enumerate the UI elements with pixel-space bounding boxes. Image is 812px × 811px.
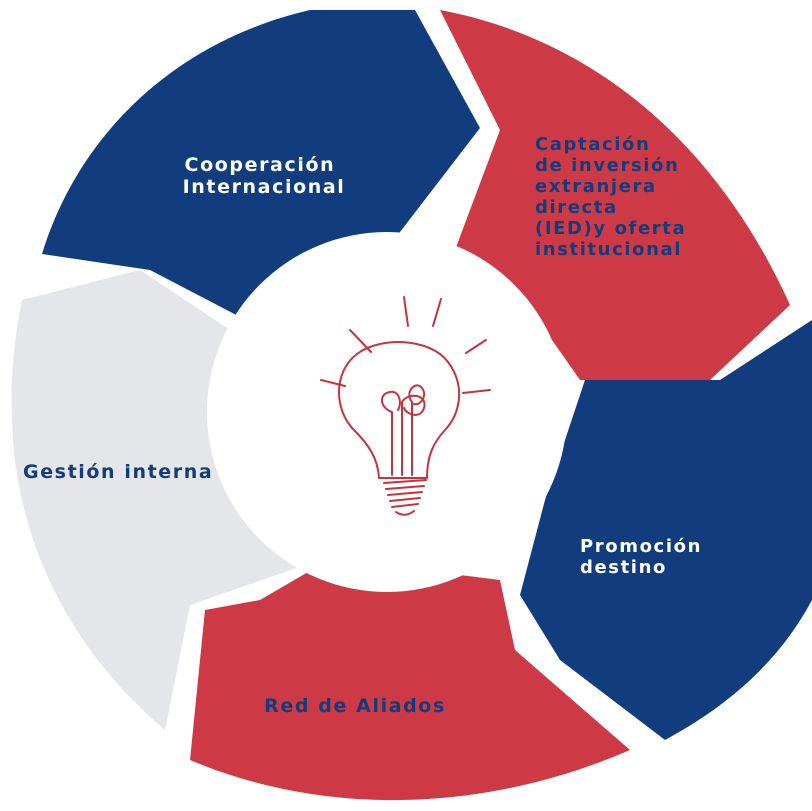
label-gestion-line-1: Gestión interna xyxy=(23,461,213,483)
label-captacion-line-1: Captación xyxy=(535,134,650,155)
label-cooperacion-line-2: Internacional xyxy=(183,176,346,198)
lightbulb-icon xyxy=(320,296,491,516)
segment-captacion xyxy=(440,10,790,380)
label-promocion-line-1: Promoción xyxy=(580,536,702,557)
label-captacion-line-5: (IED)y oferta xyxy=(535,218,686,239)
label-captacion: Captación de inversión extranjera direct… xyxy=(535,134,694,260)
label-red-aliados: Red de Aliados xyxy=(264,695,446,717)
segment-promocion xyxy=(520,320,812,740)
label-captacion-line-4: directa xyxy=(535,197,618,218)
label-promocion-line-2: destino xyxy=(580,557,667,578)
label-captacion-line-6: institucional xyxy=(535,239,682,260)
label-captacion-line-2: de inversión xyxy=(535,155,679,176)
label-promocion: Promoción destino xyxy=(580,536,710,578)
label-red-aliados-line-1: Red de Aliados xyxy=(264,695,446,717)
label-cooperacion-line-1: Cooperación xyxy=(185,154,336,176)
label-cooperacion: Cooperación Internacional xyxy=(183,154,346,198)
segment-red-aliados xyxy=(190,565,630,801)
label-gestion: Gestión interna xyxy=(23,461,213,483)
label-captacion-line-3: extranjera xyxy=(535,176,657,197)
center-hub xyxy=(207,232,567,592)
